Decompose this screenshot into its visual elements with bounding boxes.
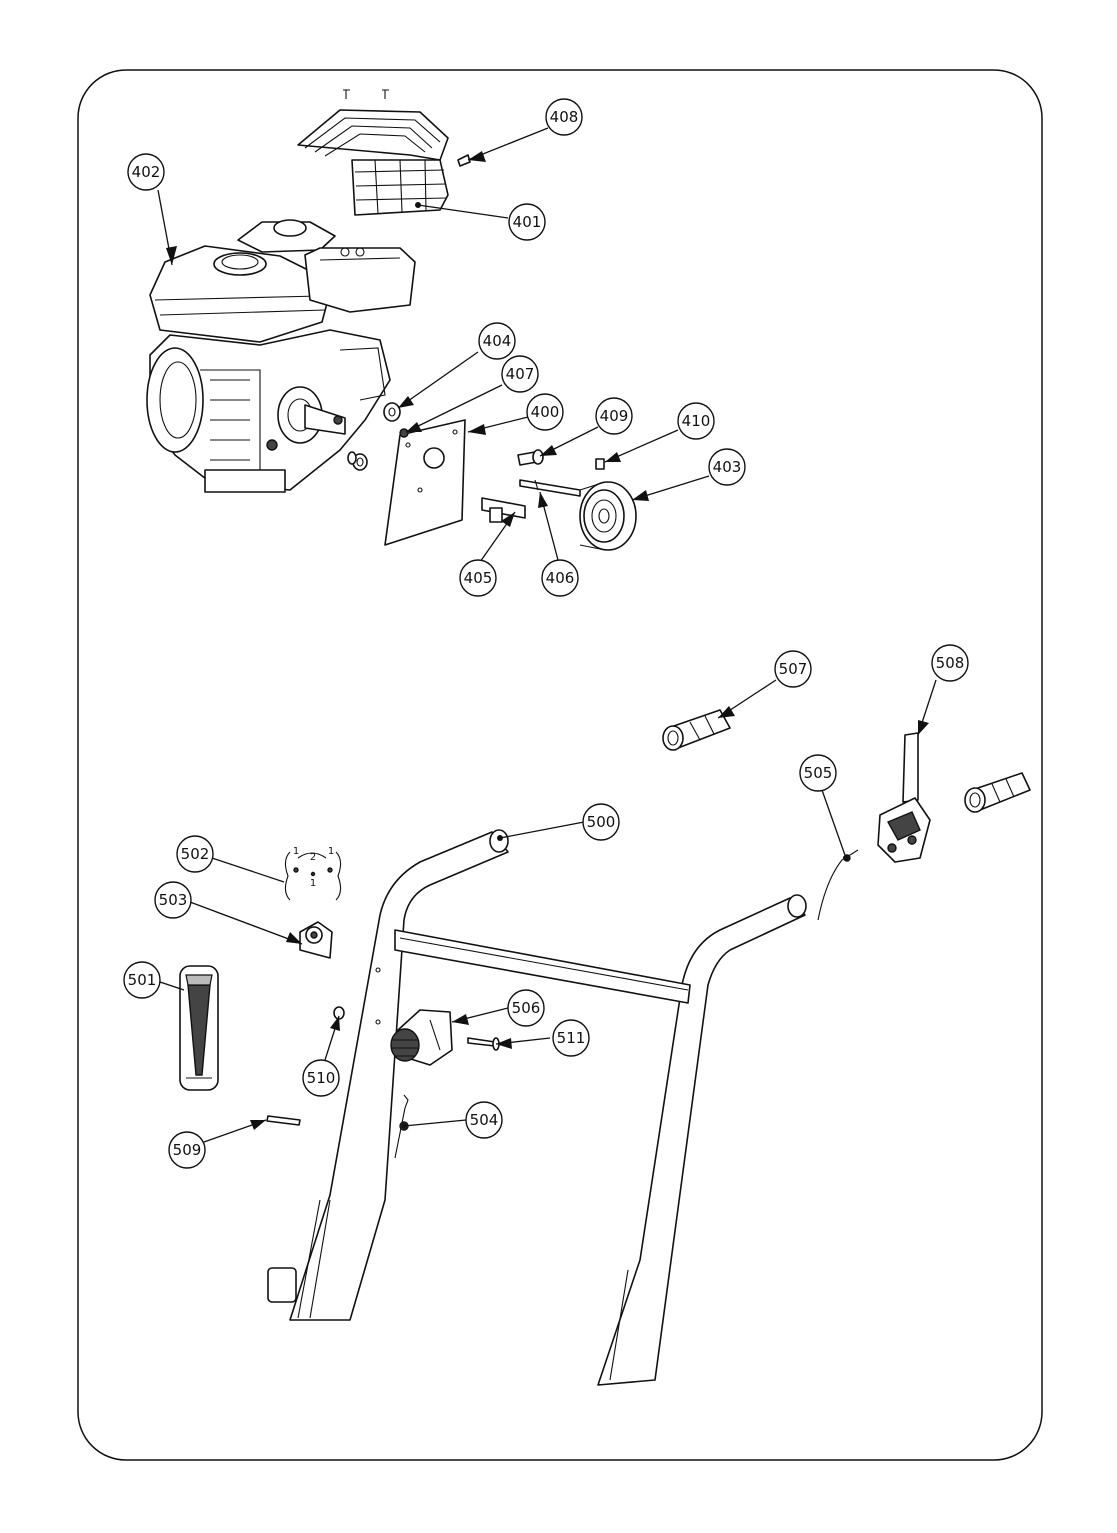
callout-408: 408 (545, 98, 583, 136)
decal-top-right: 1 (328, 846, 334, 857)
callout-508-label: 508 (936, 654, 965, 672)
callout-503-label: 503 (159, 891, 188, 909)
handle-frame-drawing (267, 829, 807, 1386)
decal-502-drawing: 1 2 1 1 (284, 846, 342, 901)
callout-511: 511 (552, 1019, 590, 1057)
pulley-drawing (579, 481, 637, 551)
callout-409: 409 (595, 397, 633, 435)
callout-401-label: 401 (513, 213, 542, 231)
grip-right-drawing (964, 772, 1031, 813)
callout-407-label: 407 (506, 365, 535, 383)
callout-507-label: 507 (779, 660, 808, 678)
strip-509-drawing (266, 1115, 301, 1126)
bolt-511-drawing (467, 1037, 500, 1051)
callout-404-label: 404 (483, 332, 512, 350)
callout-405: 405 (459, 559, 497, 597)
callout-502-label: 502 (181, 845, 210, 863)
knob-506-drawing (390, 1009, 453, 1066)
callout-501-label: 501 (128, 971, 157, 989)
decal-bottom-mid: 1 (310, 878, 316, 889)
grip-left-drawing (662, 709, 731, 751)
callout-511-label: 511 (557, 1029, 586, 1047)
decal-501-drawing (179, 965, 219, 1091)
decal-top-mid: 2 (310, 852, 316, 863)
callout-407: 407 (501, 355, 539, 393)
engine-drawing (146, 219, 416, 493)
callout-410-label: 410 (682, 412, 711, 430)
callout-507: 507 (774, 650, 812, 688)
callout-404: 404 (478, 322, 516, 360)
callout-406: 406 (541, 559, 579, 597)
callout-509: 509 (168, 1131, 206, 1169)
callout-406-label: 406 (546, 569, 575, 587)
callout-410: 410 (677, 402, 715, 440)
callout-510: 510 (302, 1059, 340, 1097)
switch-503-drawing (299, 921, 333, 959)
callout-500-label: 500 (587, 813, 616, 831)
guard-cage-drawing (297, 89, 471, 216)
callout-503: 503 (154, 881, 192, 919)
page-border (77, 69, 1043, 1461)
callout-501: 501 (123, 961, 161, 999)
mount-plate-drawing (383, 402, 605, 546)
callout-500: 500 (582, 803, 620, 841)
callout-504-label: 504 (470, 1111, 499, 1129)
callout-509-label: 509 (173, 1141, 202, 1159)
callout-502: 502 (176, 835, 214, 873)
callout-403-label: 403 (713, 458, 742, 476)
throttle-lever-drawing (877, 732, 931, 863)
decal-top-left: 1 (293, 846, 299, 857)
callout-505-label: 505 (804, 764, 833, 782)
callout-402: 402 (127, 153, 165, 191)
callout-506: 506 (507, 989, 545, 1027)
leader-lines (157, 127, 937, 1143)
callout-408-label: 408 (550, 108, 579, 126)
callout-401: 401 (508, 203, 546, 241)
callout-409-label: 409 (600, 407, 629, 425)
callout-504: 504 (465, 1101, 503, 1139)
callout-506-label: 506 (512, 999, 541, 1017)
callout-400: 400 (526, 393, 564, 431)
callout-510-label: 510 (307, 1069, 336, 1087)
callout-505: 505 (799, 754, 837, 792)
cable-drawing (817, 849, 859, 921)
callout-402-label: 402 (132, 163, 161, 181)
callout-400-label: 400 (531, 403, 560, 421)
callout-405-label: 405 (464, 569, 493, 587)
callout-403: 403 (708, 448, 746, 486)
callout-508: 508 (931, 644, 969, 682)
